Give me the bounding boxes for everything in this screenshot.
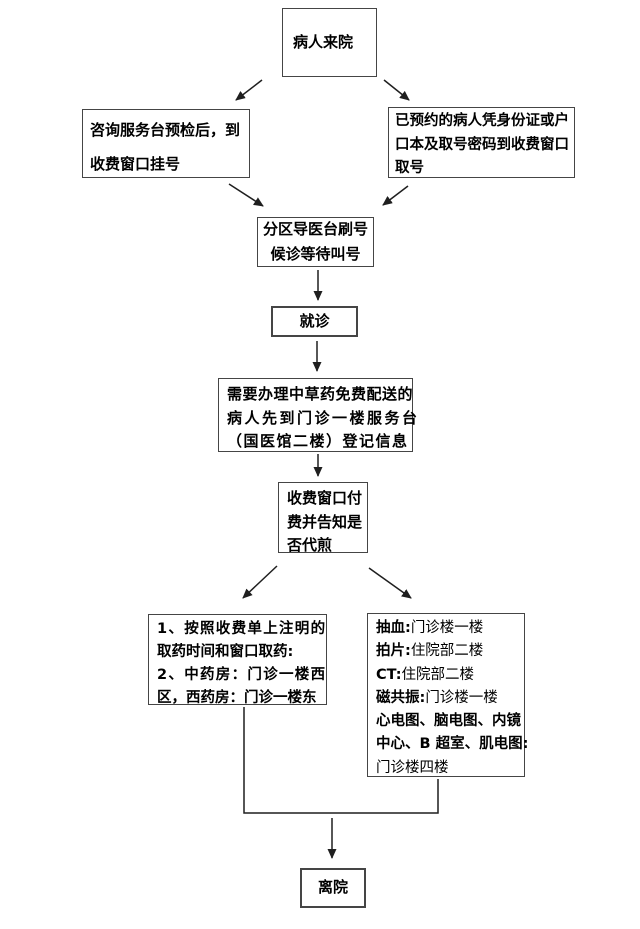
exam-location: 门诊楼一楼 [410, 620, 484, 636]
node-text-line: 区，西药房：门诊一楼东 [157, 690, 317, 706]
exam-item: 拍片:住院部二楼 [376, 640, 516, 663]
node-text-line: 咨询服务台预检后，到 [90, 121, 241, 139]
node-text-line: （国医馆二楼）登记信息 [227, 432, 409, 450]
exam-item: 中心、B 超室、肌电图: [376, 733, 528, 756]
arrow-reserved-to-triage [382, 185, 409, 206]
node-text-line: 费并告知是 [287, 512, 363, 531]
exam-label: 磁共振: [376, 689, 426, 706]
exam-label: 中心、B 超室、肌电图: [376, 736, 529, 753]
node-text-line: 2、中药房：门诊一楼西 [157, 667, 327, 683]
node-text-line: 1、按照收费单上注明的 [157, 621, 327, 637]
node-exam-locations: 抽血:门诊楼一楼 拍片:住院部二楼 CT:住院部二楼 磁共振:门诊楼一楼 心电图… [367, 613, 528, 780]
node-consult-register: 咨询服务台预检后，到 收费窗口挂号 [82, 109, 250, 178]
node-text-line: 收费窗口挂号 [90, 155, 181, 173]
exam-item: 抽血:门诊楼一楼 [376, 617, 516, 640]
exam-label: CT: [376, 666, 402, 683]
node-leave-hospital: 离院 [300, 868, 366, 908]
exam-location: 门诊楼四楼 [376, 759, 449, 776]
exam-location: 住院部二楼 [401, 666, 475, 683]
exam-location: 住院部二楼 [410, 643, 484, 660]
node-patient-arrival: 病人来院 [282, 8, 377, 77]
node-text-line: 已预约的病人凭身份证或户 [395, 113, 569, 129]
node-reserved-number-pickup: 已预约的病人凭身份证或户 口本及取号密码到收费窗口 取号 [388, 107, 575, 178]
node-text-line: 病人来院 [293, 32, 354, 51]
connector-pharmacy-exams-merge [243, 707, 439, 814]
node-text-line: 就诊 [299, 311, 330, 330]
node-text-line: 离院 [317, 878, 348, 897]
node-payment-window: 收费窗口付 费并告知是 否代煎 [278, 482, 368, 554]
exam-item: 磁共振:门诊楼一楼 [376, 687, 516, 710]
node-text-line: 否代煎 [287, 536, 333, 554]
exam-label: 拍片: [376, 643, 411, 660]
arrow-payment-to-pharmacy [242, 565, 278, 599]
node-herbal-delivery-registration: 需要办理中草药免费配送的 病人先到门诊一楼服务台 （国医馆二楼）登记信息 [218, 378, 420, 452]
arrow-payment-to-exams [368, 567, 412, 599]
node-text-line: 候诊等待叫号 [270, 245, 361, 263]
exam-label: 心电图、脑电图、内镜 [376, 713, 521, 730]
arrow-consult-to-triage [228, 183, 264, 207]
node-text-line: 收费窗口付 [287, 489, 363, 507]
exam-label: 抽血: [376, 620, 411, 636]
node-triage-swipe-wait: 分区导医台刷号 候诊等待叫号 [257, 217, 374, 267]
exam-item: 门诊楼四楼 [376, 757, 516, 780]
node-text-line: 口本及取号密码到收费窗口 [395, 136, 569, 153]
node-medicine-pickup-info: 1、按照收费单上注明的 取药时间和窗口取药: 2、中药房：门诊一楼西 区，西药房… [148, 614, 327, 706]
node-text-line: 需要办理中草药免费配送的 [227, 385, 414, 403]
node-text-line: 病人先到门诊一楼服务台 [227, 408, 420, 427]
exam-item: CT:住院部二楼 [376, 664, 516, 687]
node-text-line: 取号 [395, 160, 424, 176]
arrow-arrival-to-consult [235, 79, 263, 101]
arrow-arrival-to-reserved [383, 79, 410, 101]
exam-item: 心电图、脑电图、内镜 [376, 710, 521, 733]
exam-location: 门诊楼一楼 [425, 689, 498, 706]
node-clinic-visit: 就诊 [271, 306, 358, 337]
node-text-line: 分区导医台刷号 [262, 220, 368, 238]
node-text-line: 取药时间和窗口取药: [157, 644, 294, 660]
